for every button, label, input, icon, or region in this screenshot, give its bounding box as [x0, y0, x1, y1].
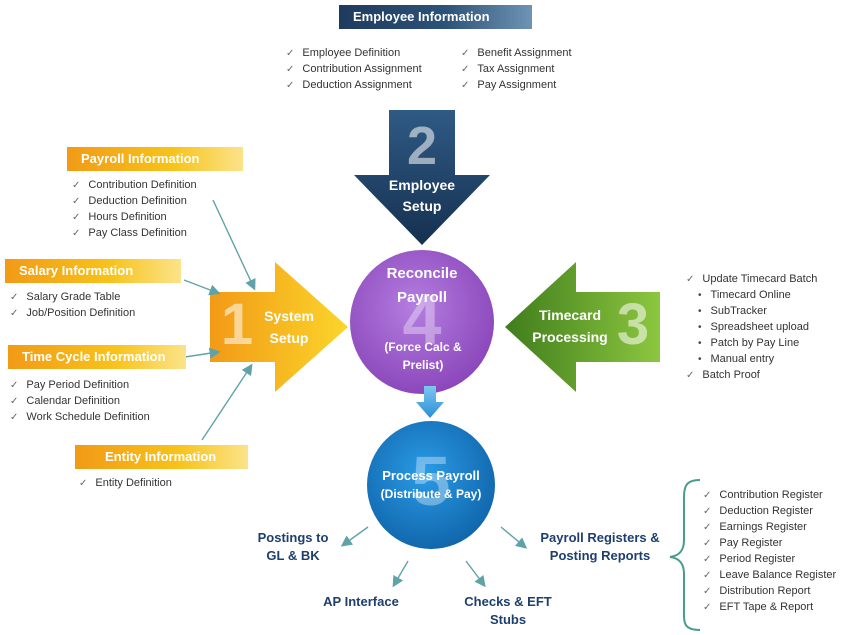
connector-arrow: [416, 386, 444, 418]
step-5-number: 5: [411, 442, 451, 520]
checks-line2: Stubs: [489, 612, 527, 627]
process-line1: Process Payroll: [382, 468, 480, 483]
timecard-subitem: Spreadsheet upload: [686, 319, 817, 335]
time-cycle-info-item: Calendar Definition: [10, 393, 150, 409]
registers-connector: [500, 526, 528, 549]
system-setup-arrow: [210, 262, 348, 392]
timecard-subitem: Patch by Pay Line: [686, 335, 817, 351]
registers-line2: Posting Reports: [549, 548, 651, 563]
registers-line1: Payroll Registers &: [540, 530, 660, 545]
entity-info-connector: [201, 363, 253, 441]
salary-info-connector: [183, 279, 221, 296]
time-cycle-connector: [184, 347, 221, 359]
step-1-number: 1: [220, 292, 254, 357]
reconcile-sublabel: (Force Calc & Prelist): [368, 338, 478, 374]
ap-interface-label: AP Interface: [323, 594, 399, 609]
time-cycle-info-item: Pay Period Definition: [10, 377, 150, 393]
reconcile-line3: (Force Calc &: [384, 340, 462, 354]
reconcile-line2: Payroll: [396, 289, 448, 306]
employee-info-item: Employee Definition: [286, 45, 422, 61]
register-item: EFT Tape & Report: [703, 599, 836, 615]
employee-setup-label: Employee Setup: [372, 175, 472, 217]
entity-info-list: Entity Definition: [79, 475, 171, 491]
register-item: Period Register: [703, 551, 836, 567]
register-item: Pay Register: [703, 535, 836, 551]
checks-label: Checks & EFT Stubs: [458, 593, 558, 629]
registers-brace: [669, 479, 701, 631]
employee-setup-line1: Employee: [388, 177, 456, 193]
employee-info-item: Tax Assignment: [461, 61, 572, 77]
system-setup-label: System Setup: [252, 305, 326, 349]
payroll-info-header: Payroll Information: [67, 147, 243, 171]
register-item: Distribution Report: [703, 583, 836, 599]
register-item: Earnings Register: [703, 519, 836, 535]
step-4-number: 4: [402, 281, 442, 359]
timecard-line1: Timecard: [539, 307, 601, 323]
process-circle: [367, 421, 495, 549]
timecard-list: Update Timecard BatchTimecard OnlineSubT…: [686, 271, 817, 383]
postings-label: Postings to GL & BK: [250, 529, 336, 565]
checks-line1: Checks & EFT: [464, 594, 552, 609]
employee-setup-line2: Setup: [402, 198, 442, 214]
reconcile-line4: Prelist): [402, 358, 444, 372]
registers-label: Payroll Registers & Posting Reports: [534, 529, 666, 565]
time-cycle-info-list: Pay Period DefinitionCalendar Definition…: [10, 377, 150, 425]
step-3-number: 3: [616, 292, 650, 357]
employee-info-item: Contribution Assignment: [286, 61, 421, 77]
employee-info-item: Deduction Assignment: [286, 77, 422, 93]
register-item: Contribution Register: [703, 487, 836, 503]
checks-connector: [465, 560, 486, 588]
register-item: Deduction Register: [703, 503, 836, 519]
process-line2: (Distribute & Pay): [380, 487, 482, 501]
salary-info-item: Job/Position Definition: [10, 305, 135, 321]
timecard-line2: Processing: [532, 329, 608, 345]
entity-info-item: Entity Definition: [79, 475, 171, 491]
reconcile-line1: Reconcile: [386, 265, 458, 282]
entity-info-header: Entity Information: [75, 445, 248, 469]
system-setup-line1: System: [264, 308, 314, 324]
system-setup-line2: Setup: [269, 330, 309, 346]
register-item: Leave Balance Register: [703, 567, 836, 583]
employee-info-item: Benefit Assignment: [461, 45, 571, 61]
timecard-arrow: [505, 262, 660, 392]
postings-line2: GL & BK: [266, 548, 320, 563]
payroll-info-connector: [212, 199, 256, 291]
timecard-subitem: SubTracker: [686, 303, 817, 319]
ap-connector: [392, 560, 409, 588]
payroll-info-item: Pay Class Definition: [72, 225, 197, 241]
reconcile-circle: [350, 250, 494, 394]
reconcile-label: Reconcile Payroll: [362, 262, 482, 310]
salary-info-list: Salary Grade TableJob/Position Definitio…: [10, 289, 135, 321]
timecard-item: Batch Proof: [686, 367, 817, 383]
postings-line1: Postings to: [257, 530, 329, 545]
step-2-number: 2: [406, 116, 438, 176]
employee-setup-arrow: [354, 110, 490, 245]
process-label: Process Payroll (Distribute & Pay): [366, 466, 496, 504]
salary-info-item: Salary Grade Table: [10, 289, 135, 305]
employee-info-item: Pay Assignment: [461, 77, 572, 93]
postings-connector: [340, 526, 369, 547]
timecard-subitem: Manual entry: [686, 351, 817, 367]
employee-info-left-list: Employee DefinitionContribution Assignme…: [286, 45, 422, 93]
timecard-label: Timecard Processing: [520, 304, 620, 348]
registers-list: Contribution RegisterDeduction RegisterE…: [703, 487, 836, 615]
timecard-item: Update Timecard Batch: [686, 271, 817, 287]
payroll-info-item: Contribution Definition: [72, 177, 196, 193]
time-cycle-info-item: Work Schedule Definition: [10, 409, 149, 425]
timecard-subitem: Timecard Online: [686, 287, 817, 303]
payroll-info-item: Hours Definition: [72, 209, 197, 225]
employee-info-header: Employee Information: [339, 5, 532, 29]
time-cycle-info-header: Time Cycle Information: [8, 345, 186, 369]
payroll-info-item: Deduction Definition: [72, 193, 197, 209]
payroll-info-list: Contribution DefinitionDeduction Definit…: [72, 177, 197, 241]
salary-info-header: Salary Information: [5, 259, 181, 283]
